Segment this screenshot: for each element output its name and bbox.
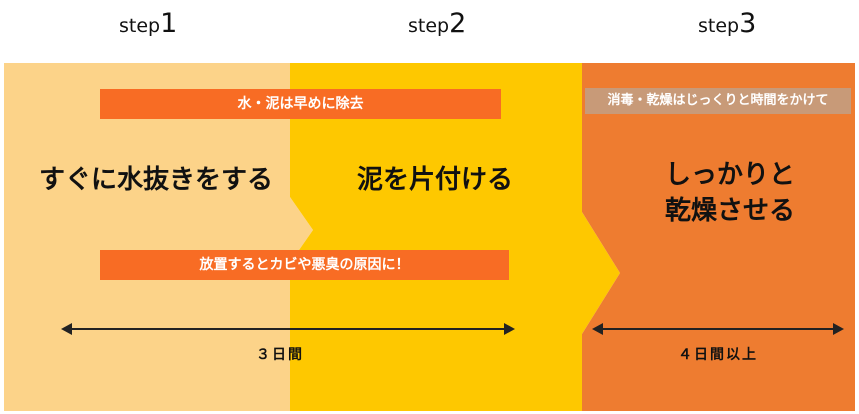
- step-3-number: 3: [739, 8, 757, 39]
- arrowhead-right-icon: [833, 323, 844, 335]
- step-1-label: step1: [119, 8, 177, 48]
- step-1-number: 1: [160, 8, 178, 39]
- step-1-heading: すぐに水抜きをする: [38, 165, 273, 195]
- step-3-heading-line2: 乾燥させる: [664, 196, 795, 226]
- arrowhead-right-icon: [504, 323, 515, 335]
- step-3-heading-line1: しっかりと: [664, 160, 795, 190]
- dry-slowly-banner: 消毒・乾燥はじっくりと時間をかけて: [585, 88, 851, 114]
- duration-label-1: ３日間: [256, 347, 304, 363]
- mold-warning-banner: 放置するとカビや悪臭の原因に！: [100, 250, 509, 280]
- arrow-line: [594, 328, 842, 330]
- duration-span-arrow-1: [61, 323, 515, 335]
- duration-span-arrow-2: [592, 323, 844, 335]
- step-3-segment: [582, 63, 855, 411]
- arrow-line: [63, 328, 513, 330]
- step-3-label: step3: [698, 8, 756, 48]
- duration-label-2: ４日間以上: [678, 347, 758, 363]
- step-2-number: 2: [449, 8, 467, 39]
- remove-early-banner: 水・泥は早めに除去: [100, 89, 501, 119]
- step-1-segment: [4, 63, 313, 411]
- step-3-prefix: step: [698, 15, 740, 37]
- step-2-label: step2: [408, 8, 466, 48]
- step-2-heading: 泥を片付ける: [356, 165, 513, 195]
- step-1-prefix: step: [119, 15, 161, 37]
- step-2-segment: [290, 63, 620, 411]
- step-2-prefix: step: [408, 15, 450, 37]
